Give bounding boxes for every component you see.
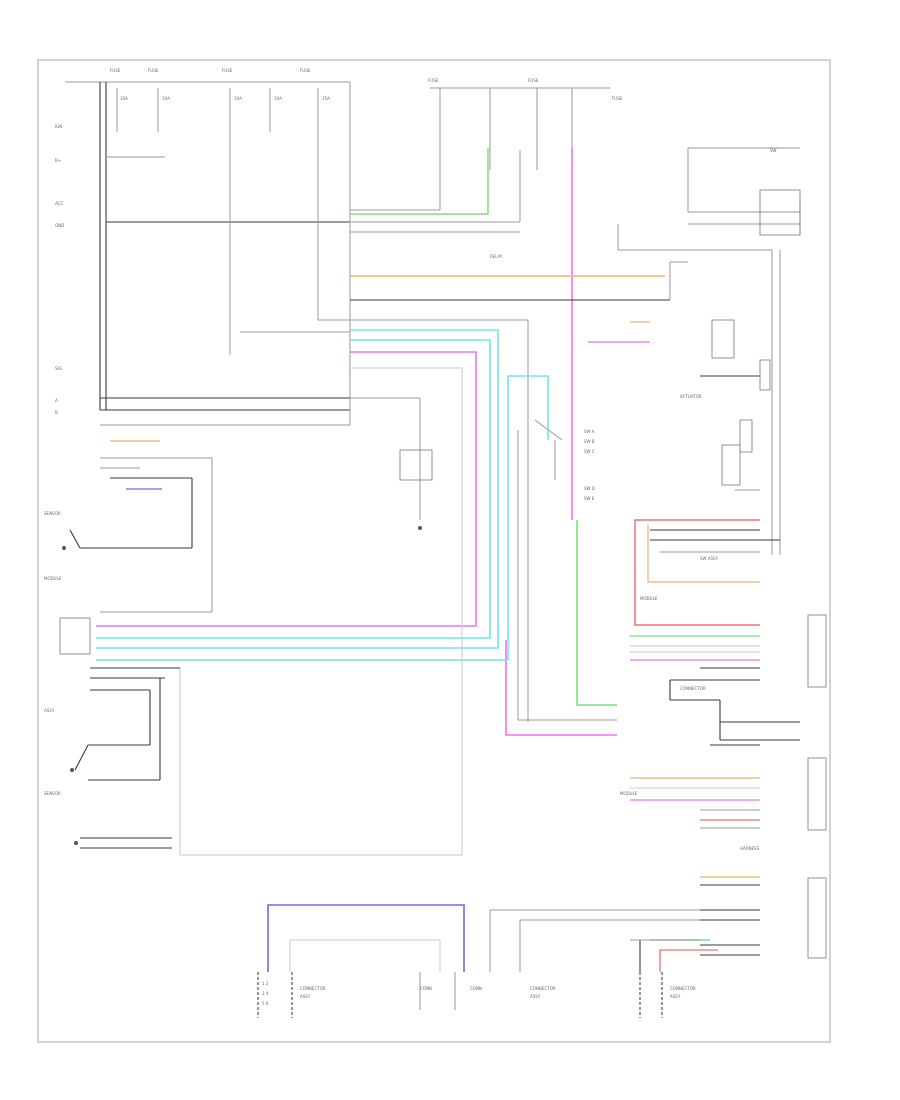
svg-text:FUSE: FUSE xyxy=(428,78,439,83)
svg-text:SW C: SW C xyxy=(584,449,595,454)
svg-text:10A: 10A xyxy=(274,96,282,101)
svg-text:CONN: CONN xyxy=(470,986,482,991)
svg-text:ASSY: ASSY xyxy=(44,708,55,713)
svg-text:IGN: IGN xyxy=(55,124,62,129)
svg-text:SW A: SW A xyxy=(584,429,595,434)
svg-text:FUSE: FUSE xyxy=(612,96,623,101)
svg-text:RELAY: RELAY xyxy=(490,254,503,259)
svg-text:FUSE: FUSE xyxy=(528,78,539,83)
svg-text:A: A xyxy=(55,398,58,403)
svg-text:10A: 10A xyxy=(234,96,242,101)
svg-text:CONNECTOR: CONNECTOR xyxy=(300,986,326,991)
wire-magenta-bottom xyxy=(505,640,617,736)
svg-text:MODULE: MODULE xyxy=(44,576,62,581)
svg-text:SW B: SW B xyxy=(584,439,595,444)
wire-orange-mid xyxy=(647,525,760,583)
diagram-frame xyxy=(37,59,831,1043)
svg-text:10A: 10A xyxy=(120,96,128,101)
svg-text:HARNESS: HARNESS xyxy=(740,846,760,851)
svg-text:SW E: SW E xyxy=(584,496,595,501)
svg-text:ACC: ACC xyxy=(55,201,63,206)
svg-text:B: B xyxy=(55,410,58,415)
left-modules: SENSOR MODULE ASSY SENSOR xyxy=(44,457,213,849)
wire-magenta-left xyxy=(96,351,477,627)
svg-text:ACTUATOR: ACTUATOR xyxy=(680,394,702,399)
wire-cyan-b xyxy=(96,339,491,639)
svg-text:SW: SW xyxy=(770,148,777,153)
wire-cyan-c xyxy=(507,375,549,660)
main-junction-block: FUSE FUSE FUSE FUSE 10A 10A 10A 10A 15A … xyxy=(55,68,529,722)
svg-text:SW ASSY: SW ASSY xyxy=(700,556,719,561)
svg-text:ASSY: ASSY xyxy=(530,994,541,999)
svg-text:FUSE: FUSE xyxy=(300,68,311,73)
svg-text:ASSY: ASSY xyxy=(670,994,681,999)
svg-text:3 4: 3 4 xyxy=(262,991,269,996)
svg-text:SW D: SW D xyxy=(584,486,595,491)
wire-red-bottom xyxy=(659,949,718,972)
svg-text:FUSE: FUSE xyxy=(110,68,121,73)
center-wiring: RELAY SW A SW B SW C SW D SW E xyxy=(179,231,670,856)
svg-text:1 2: 1 2 xyxy=(262,981,269,986)
svg-text:B+: B+ xyxy=(55,158,61,163)
svg-text:MODULE: MODULE xyxy=(620,791,638,796)
svg-text:CONNECTOR: CONNECTOR xyxy=(670,986,696,991)
wire-blue-bottom xyxy=(267,904,465,972)
wire-cyan-a xyxy=(96,329,499,649)
wire-green-top xyxy=(350,148,489,215)
bottom-connectors: CONNECTOR ASSY 1 2 3 4 5 6 CONN CONN CON… xyxy=(257,909,700,1018)
wire-green-center xyxy=(576,520,617,706)
svg-text:ASSY: ASSY xyxy=(300,994,311,999)
svg-text:CONN: CONN xyxy=(420,986,432,991)
svg-text:5 6: 5 6 xyxy=(262,1001,269,1006)
svg-text:SENSOR: SENSOR xyxy=(44,511,61,516)
svg-text:SIG: SIG xyxy=(55,366,62,371)
svg-text:CONNECTOR: CONNECTOR xyxy=(530,986,556,991)
svg-text:GND: GND xyxy=(55,223,64,228)
svg-text:SENSOR: SENSOR xyxy=(44,791,61,796)
fuse-group-right: FUSE FUSE FUSE xyxy=(350,78,623,223)
svg-text:10A: 10A xyxy=(162,96,170,101)
svg-text:CONNECTOR: CONNECTOR xyxy=(680,686,706,691)
svg-text:FUSE: FUSE xyxy=(148,68,159,73)
svg-text:MODULE: MODULE xyxy=(640,596,658,601)
svg-text:FUSE: FUSE xyxy=(222,68,233,73)
right-modules: SW ASSY ACTUATOR MODULE CONNECTOR MODULE… xyxy=(620,261,827,959)
top-right-module: SW xyxy=(617,147,801,555)
wire-red-loop xyxy=(634,519,760,626)
svg-text:15A: 15A xyxy=(322,96,330,101)
